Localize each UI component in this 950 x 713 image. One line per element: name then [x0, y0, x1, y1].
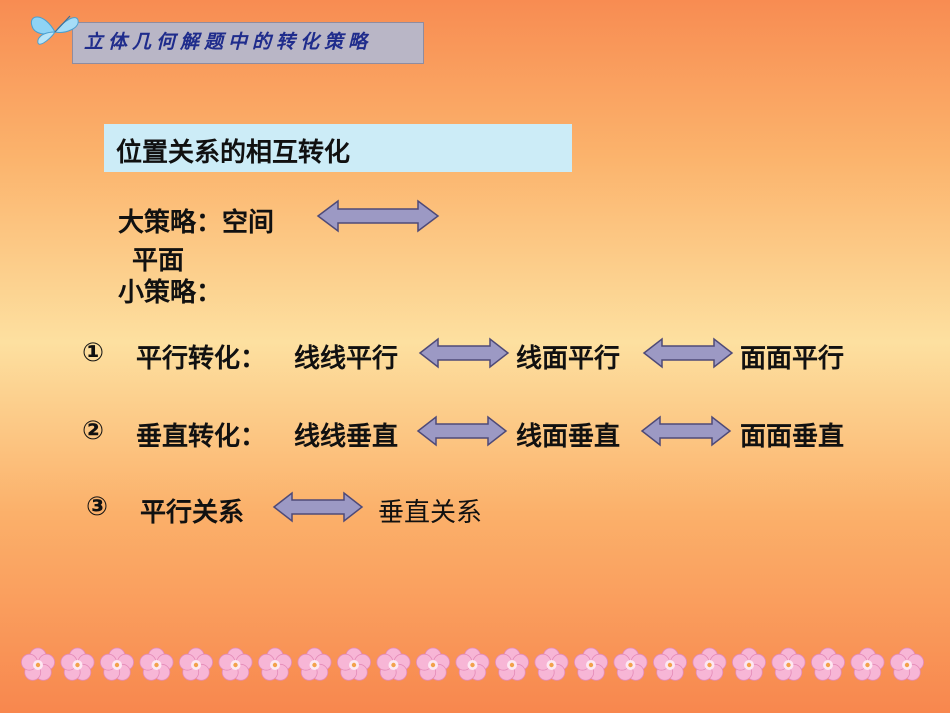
item-marker: ② [82, 416, 105, 446]
flower-icon [850, 647, 885, 681]
section-title-box [104, 124, 572, 172]
flower-icon [613, 647, 648, 681]
butterfly-icon [30, 15, 79, 45]
double-arrow-icon [418, 337, 510, 369]
flower-icon [99, 647, 135, 681]
flower-icon [810, 647, 846, 681]
flower-icon [652, 647, 688, 681]
flower-icon [376, 647, 411, 681]
item-step: 线线平行 [294, 344, 399, 374]
flower-icon [297, 647, 332, 681]
flower-icon [415, 647, 451, 681]
item-marker: ① [82, 338, 105, 368]
item-step: 垂直关系 [378, 498, 483, 528]
item-step: 面面平行 [740, 344, 845, 374]
flower-icon [573, 647, 609, 681]
flower-icon [60, 647, 95, 681]
flower-icon [494, 647, 530, 681]
flower-icon [455, 647, 490, 681]
double-arrow-icon [640, 415, 732, 447]
item-label: 平行关系 [140, 498, 245, 528]
flower-icon [534, 647, 569, 681]
item-marker: ③ [86, 492, 109, 522]
big-strategy-label: 大策略：空间 [118, 208, 275, 238]
item-label: 垂直转化： [136, 422, 267, 452]
flower-row [20, 647, 925, 681]
flower-icon [218, 647, 253, 681]
item-label: 平行转化： [136, 344, 267, 374]
flower-icon [731, 647, 767, 681]
double-arrow-icon [416, 415, 508, 447]
flower-icon [889, 647, 925, 681]
flower-icon [336, 647, 372, 681]
flower-icon [178, 647, 214, 681]
flower-icon [771, 647, 806, 681]
double-arrow-icon [272, 491, 364, 523]
item-step: 线面平行 [516, 344, 621, 374]
section-title: 位置关系的相互转化 [116, 138, 351, 168]
double-arrow-icon [642, 337, 734, 369]
flower-icon [139, 647, 174, 681]
item-step: 线面垂直 [516, 422, 621, 452]
flower-icon [20, 647, 56, 681]
double-arrow-icon [316, 199, 440, 233]
flower-icon [257, 647, 293, 681]
header-title: 立体几何解题中的转化策略 [84, 31, 373, 53]
small-strategy-label: 小策略： [118, 278, 223, 308]
header-bar [72, 22, 424, 64]
flower-icon [692, 647, 727, 681]
item-step: 线线垂直 [294, 422, 399, 452]
item-step: 面面垂直 [740, 422, 845, 452]
big-strategy-tail: 平面 [132, 246, 185, 276]
